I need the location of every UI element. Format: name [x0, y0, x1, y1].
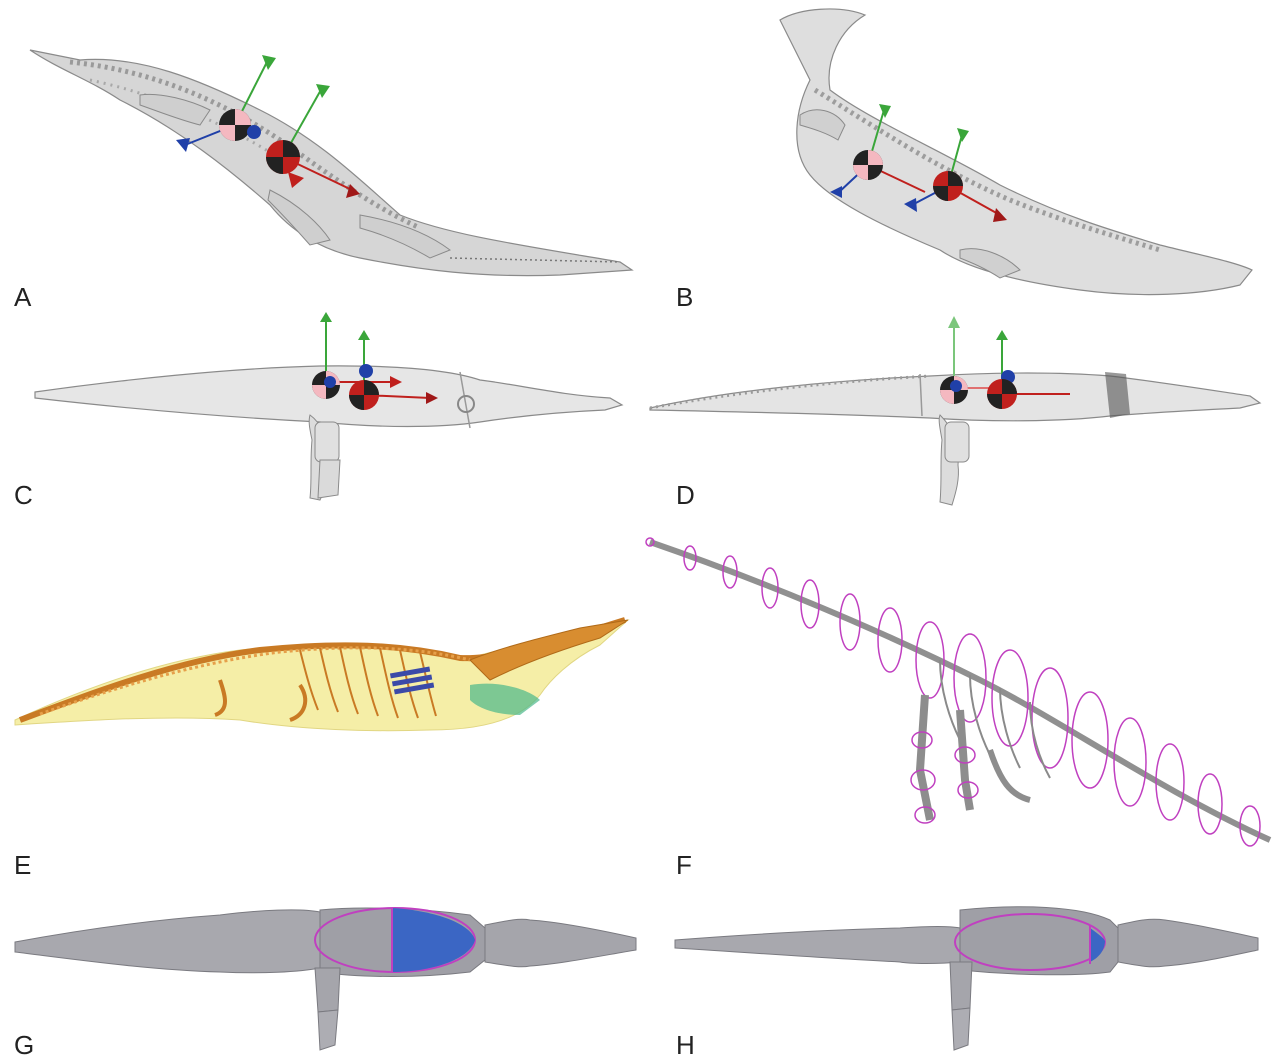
crocodile-mesh-oblique-a	[0, 0, 640, 320]
panel-e: E	[0, 520, 640, 880]
panel-f: F	[640, 520, 1278, 880]
panel-label-h: H	[676, 1032, 695, 1058]
crocodile-segment-model-h	[640, 880, 1278, 1059]
panel-g: G	[0, 880, 640, 1059]
panel-label-c: C	[14, 482, 33, 508]
panel-label-a: A	[14, 284, 31, 310]
panel-label-f: F	[676, 852, 692, 878]
crocodile-skeleton-hulls-f	[640, 520, 1278, 880]
crocodile-skeleton-translucent-e	[0, 520, 640, 880]
panel-label-d: D	[676, 482, 695, 508]
panel-label-g: G	[14, 1032, 34, 1058]
panel-label-b: B	[676, 284, 693, 310]
crocodile-mesh-oblique-b	[640, 0, 1278, 320]
panel-d: D	[640, 310, 1278, 520]
panel-h: H	[640, 880, 1278, 1059]
crocodile-mesh-lateral-c	[0, 310, 640, 520]
panel-label-e: E	[14, 852, 31, 878]
hull-rings	[646, 538, 1260, 846]
crocodile-segment-model-g	[0, 880, 640, 1059]
panel-a: A	[0, 0, 640, 320]
panel-b: B	[640, 0, 1278, 320]
panel-c: C	[0, 310, 640, 520]
crocodile-mesh-lateral-d	[640, 310, 1278, 520]
